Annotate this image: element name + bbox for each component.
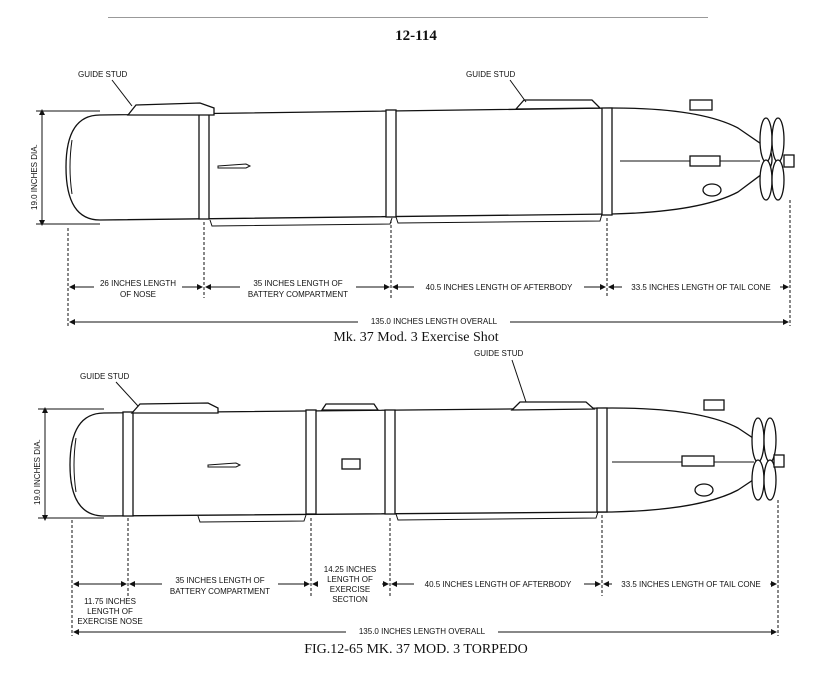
bottom-rail-2a <box>197 514 307 523</box>
guide-stud-front-label-1: GUIDE STUD <box>78 70 128 79</box>
figure-1-caption: Mk. 37 Mod. 3 Exercise Shot <box>333 330 499 345</box>
tail-guide-1 <box>689 99 713 111</box>
tail-rudder-1 <box>689 155 721 167</box>
tail-port-1 <box>702 183 722 197</box>
exercise-length-label-d: SECTION <box>332 595 368 604</box>
section-joints-1 <box>198 107 613 220</box>
bottom-rail-2b <box>395 511 599 521</box>
nose-cap-2 <box>73 437 77 493</box>
battery-length-label-2a: 35 INCHES LENGTH OF <box>175 576 264 585</box>
nose-length-label-2a: 11.75 INCHES <box>84 597 136 606</box>
tailcone-length-label-1: 33.5 INCHES LENGTH OF TAIL CONE <box>631 283 770 292</box>
figure-2-caption: FIG.12-65 MK. 37 MOD. 3 TORPEDO <box>304 642 528 657</box>
nose-length-label-1a: 26 INCHES LENGTH <box>100 279 176 288</box>
battery-length-label-1b: BATTERY COMPARTMENT <box>248 290 348 299</box>
propeller-icon <box>751 417 785 501</box>
afterbody-length-label-1: 40.5 INCHES LENGTH OF AFTERBODY <box>426 283 573 292</box>
battery-length-label-1a: 35 INCHES LENGTH OF <box>253 279 342 288</box>
header-rule <box>108 17 708 18</box>
torpedo-body-2 <box>69 407 771 517</box>
exercise-length-label-a: 14.25 INCHES <box>324 565 376 574</box>
diameter-label-2: 19.0 INCHES DIA. <box>33 439 42 505</box>
afterbody-length-label-2: 40.5 INCHES LENGTH OF AFTERBODY <box>425 580 572 589</box>
propeller-icon <box>759 117 795 201</box>
guide-stud-rear-label-2: GUIDE STUD <box>474 349 524 358</box>
tail-port-2 <box>694 483 714 497</box>
overall-length-label-2: 135.0 INCHES LENGTH OVERALL <box>359 627 486 636</box>
tail-rudder-2 <box>681 455 715 467</box>
side-port-1 <box>217 163 252 169</box>
guide-stud-rear-label-1: GUIDE STUD <box>466 70 516 79</box>
nose-length-label-1b: OF NOSE <box>120 290 156 299</box>
tail-guide-2 <box>703 399 725 411</box>
guide-stud-front-2 <box>130 402 219 414</box>
nose-length-label-2c: EXERCISE NOSE <box>77 617 142 626</box>
guide-stud-front-1 <box>126 102 215 116</box>
bottom-rail-1b <box>395 213 603 224</box>
bottom-rail-1a <box>209 217 393 227</box>
guide-stud-front-label-2: GUIDE STUD <box>80 372 130 381</box>
torpedo-body-1 <box>65 107 773 221</box>
overall-length-label-1: 135.0 INCHES LENGTH OVERALL <box>371 317 498 326</box>
side-port-2 <box>207 462 242 468</box>
guide-stud-rear-2 <box>510 401 596 411</box>
guide-stud-rear-1 <box>514 99 602 110</box>
exercise-length-label-c: EXERCISE <box>330 585 370 594</box>
page-number: 12-114 <box>395 28 437 44</box>
tailcone-length-label-2: 33.5 INCHES LENGTH OF TAIL CONE <box>621 580 760 589</box>
nose-cap-1 <box>69 139 73 195</box>
figure-1-exercise-shot: GUIDE STUD GUIDE STUD 19.0 INCHES DIA. 2… <box>30 70 795 327</box>
exercise-length-label-b: LENGTH OF <box>327 575 373 584</box>
exercise-window-2 <box>341 458 361 470</box>
exercise-section-top-2 <box>320 403 380 411</box>
section-joints-2 <box>122 407 608 517</box>
figure-2-torpedo: GUIDE STUD GUIDE STUD 19.0 INCHES DIA. 1… <box>33 349 785 637</box>
battery-length-label-2b: BATTERY COMPARTMENT <box>170 587 270 596</box>
nose-length-label-2b: LENGTH OF <box>87 607 133 616</box>
diameter-label-1: 19.0 INCHES DIA. <box>30 144 39 210</box>
